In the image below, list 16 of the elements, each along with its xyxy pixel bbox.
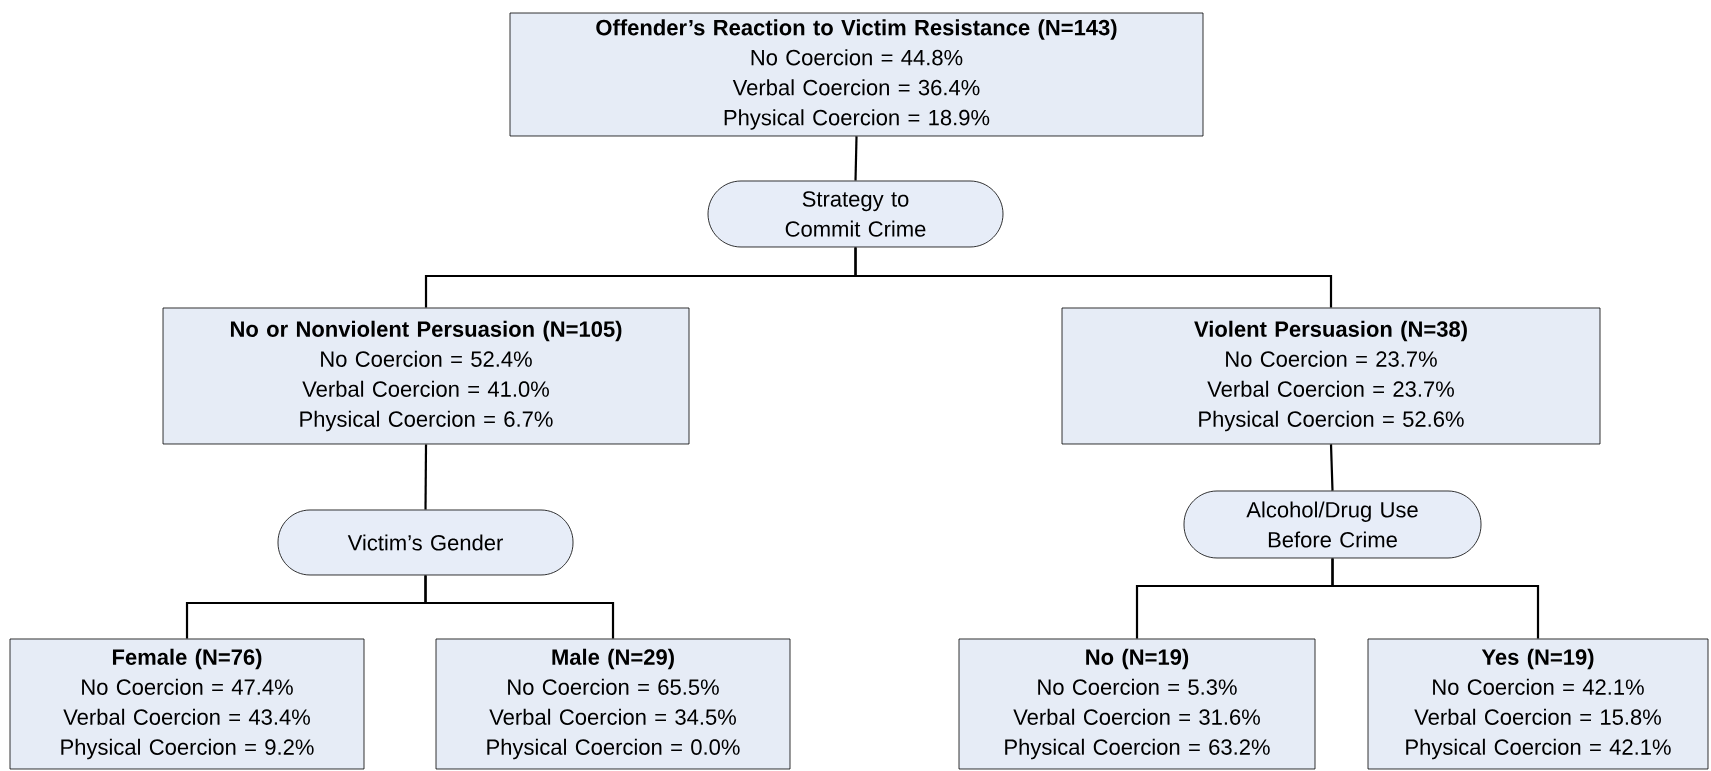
connector-line: [424, 444, 428, 510]
connector-line: [854, 136, 858, 181]
result-box: Yes (N=19) No Coercion = 42.1% Verbal Coercion = 15.8% Physical Coercion = 42.1%: [1367, 638, 1709, 770]
result-box: No (N=19) No Coercion = 5.3% Verbal Coercion = 31.6% Physical Coercion = 63.2%: [958, 638, 1316, 770]
decision-pill: Strategy to Commit Crime: [707, 180, 1004, 248]
connector-line: [854, 247, 1333, 308]
result-box: Male (N=29) No Coercion = 65.5% Verbal Coercion = 34.5% Physical Coercion = 0.0%: [435, 638, 791, 770]
result-box: No or Nonviolent Persuasion (N=105) No Coercion = 52.4% Verbal Coercion = 41.0% Physical Coercion = 6.7%: [162, 307, 690, 445]
connector-line: [1331, 558, 1540, 639]
result-box: Female (N=76) No Coercion = 47.4% Verbal Coercion = 43.4% Physical Coercion = 9.2%: [9, 638, 365, 770]
decision-pill: Alcohol/Drug Use Before Crime: [1183, 490, 1482, 559]
connector-line: [424, 575, 615, 639]
result-box: Offender’s Reaction to Victim Resistance (N=143) No Coercion = 44.8% Verbal Coercion = 36.4% Physical Coercion = 18.9%: [509, 12, 1204, 137]
connector-line: [1329, 444, 1334, 491]
result-box: Violent Persuasion (N=38) No Coercion = 23.7% Verbal Coercion = 23.7% Physical Coercion = 52.6%: [1061, 307, 1601, 445]
decision-pill: Victim’s Gender: [277, 509, 574, 576]
